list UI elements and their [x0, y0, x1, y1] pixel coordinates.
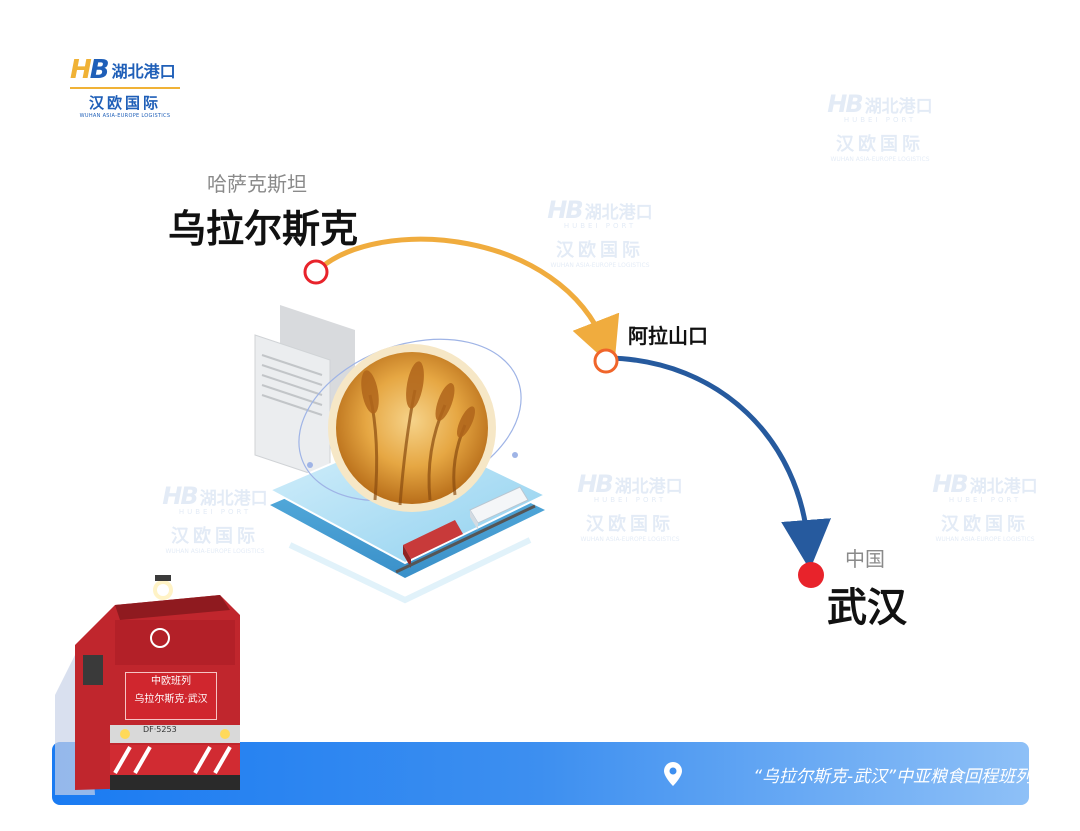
- transit-station-label: 阿拉山口: [628, 324, 708, 348]
- mini-train-icon: [395, 486, 536, 574]
- destination-city-label: 武汉: [827, 584, 907, 631]
- wheat-image: [328, 344, 496, 512]
- train-destination-sign: 中欧班列 乌拉尔斯克·武汉: [125, 672, 217, 720]
- logo-sub-cn: 汉欧国际: [88, 94, 161, 112]
- logo-sub-en: WUHAN ASIA-EUROPE LOGISTICS: [79, 113, 171, 119]
- banner-caption: “乌拉尔斯克-武汉”中亚粮食回程班列: [753, 767, 1032, 787]
- logo-brand-cn: 湖北港口: [111, 62, 176, 81]
- train-sign-line1: 中欧班列: [151, 676, 191, 687]
- origin-country-label: 哈萨克斯坦: [207, 172, 307, 196]
- transit-marker: [593, 348, 619, 374]
- logo-initials: HHBB: [70, 55, 110, 85]
- origin-city-label: 乌拉尔斯克: [168, 206, 359, 251]
- destination-country-label: 中国: [845, 547, 885, 571]
- train-sign-line2: 乌拉尔斯克·武汉: [134, 694, 208, 705]
- destination-marker: [798, 562, 824, 588]
- route-arrow-transit-to-destination: [607, 355, 832, 570]
- route-arrow-origin-to-transit: [316, 236, 620, 369]
- hubei-port-logo: HHBB 湖北港口 汉欧国际 WUHAN ASIA-EUROPE LOGISTI…: [70, 55, 180, 119]
- logo-divider: [70, 87, 180, 89]
- locomotive-number: DF·5253: [143, 725, 177, 734]
- location-pin-icon: [664, 762, 682, 786]
- origin-marker: [303, 259, 329, 285]
